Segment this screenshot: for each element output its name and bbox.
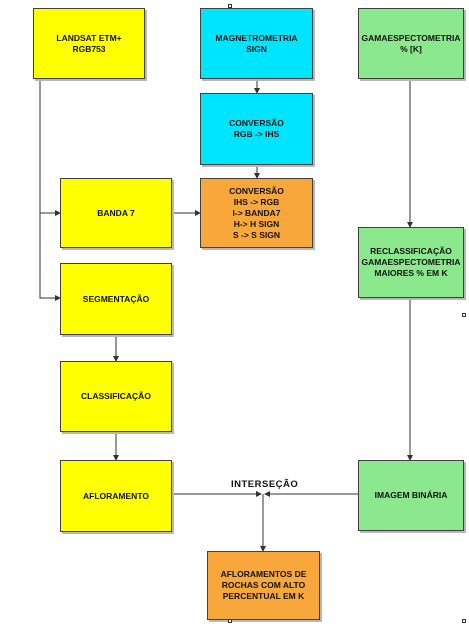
node-resultado[interactable]: AFLORAMENTOS DE ROCHAS COM ALTO PERCENTU…: [207, 551, 320, 620]
node-segmentacao[interactable]: SEGMENTAÇÃO: [60, 263, 172, 335]
node-classificacao[interactable]: CLASSIFICAÇÃO: [60, 361, 172, 432]
node-gamaespectometria[interactable]: GAMAESPECTOMETRIA % [K]: [358, 8, 464, 79]
node-conversao-rgb-ihs[interactable]: CONVERSÃO RGB -> IHS: [200, 93, 313, 165]
node-imagem-binaria-label: IMAGEM BINÁRIA: [374, 490, 448, 500]
node-afloramento[interactable]: AFLORAMENTO: [60, 460, 172, 532]
node-imagem-binaria[interactable]: IMAGEM BINÁRIA: [358, 460, 464, 531]
node-segmentacao-label: SEGMENTAÇÃO: [82, 293, 150, 304]
node-magnetometria[interactable]: MAGNETROMETRIA SIGN: [200, 8, 313, 79]
node-conversao-ihs-rgb-label: CONVERSÃO IHS -> RGB I-> BANDA7 H-> H SI…: [229, 185, 284, 240]
node-gamaespectometria-label: GAMAESPECTOMETRIA % [K]: [361, 32, 461, 54]
node-reclassificacao-label: RECLASSIFICAÇÃO GAMAESPECTOMETRIA MAIORE…: [361, 246, 461, 278]
node-classificacao-label: CLASSIFICAÇÃO: [81, 391, 151, 401]
node-landsat-label: LANDSAT ETM+ RGB753: [56, 32, 122, 54]
node-banda7-label: BANDA 7: [97, 207, 135, 218]
node-conversao-ihs-rgb[interactable]: CONVERSÃO IHS -> RGB I-> BANDA7 H-> H SI…: [200, 178, 313, 248]
node-reclassificacao[interactable]: RECLASSIFICAÇÃO GAMAESPECTOMETRIA MAIORE…: [358, 227, 464, 298]
page-handle-top[interactable]: [228, 4, 232, 8]
node-resultado-label: AFLORAMENTOS DE ROCHAS COM ALTO PERCENTU…: [220, 569, 307, 601]
node-magnetometria-label: MAGNETROMETRIA SIGN: [215, 32, 298, 54]
edge-landsat-segmentacao: [39, 213, 61, 301]
node-landsat[interactable]: LANDSAT ETM+ RGB753: [33, 8, 145, 79]
node-afloramento-label: AFLORAMENTO: [83, 490, 149, 501]
node-conversao-rgb-ihs-label: CONVERSÃO RGB -> IHS: [229, 118, 284, 139]
node-banda7[interactable]: BANDA 7: [60, 178, 172, 248]
page-handle-bottom[interactable]: [228, 619, 232, 623]
page-handle-right[interactable]: [462, 313, 466, 317]
edge-landsat-banda7: [39, 79, 61, 216]
intersecao-label: INTERSEÇÃO: [231, 479, 299, 490]
page-handle-bottom-right[interactable]: [462, 619, 466, 623]
